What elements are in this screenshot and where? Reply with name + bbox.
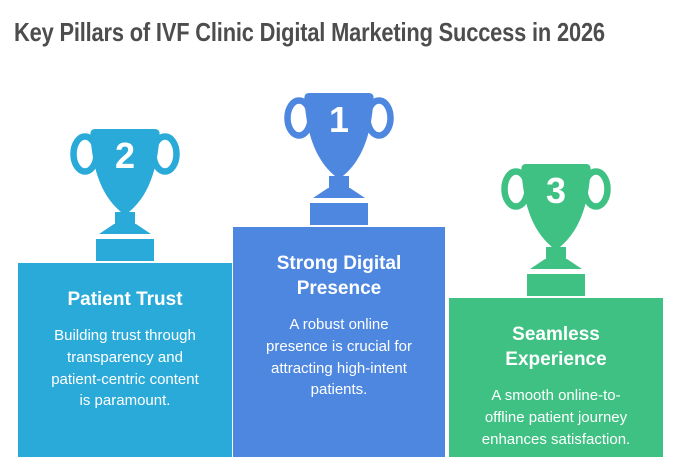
trophy-rank-label: 2 — [115, 135, 135, 176]
trophy-icon: 1 — [284, 93, 394, 225]
trophy-rank-label: 3 — [546, 170, 566, 211]
trophy-shape — [70, 129, 180, 261]
trophy-icon: 3 — [501, 164, 611, 296]
pillar-patient-trust: Patient Trust Building trust through tra… — [18, 263, 232, 457]
pillar-description: A robust online presence is crucial for … — [266, 316, 412, 399]
trophy-rank-label: 1 — [329, 99, 349, 140]
trophy-icon: 2 — [70, 129, 180, 261]
pillar-seamless-experience: Seamless Experience A smooth online-to- … — [449, 298, 663, 457]
pillar-heading: Strong Digital Presence — [276, 253, 402, 300]
pillar-description: Building trust through transparency and … — [51, 327, 199, 410]
trophy-shape — [284, 93, 394, 225]
pillar-strong-digital-presence: Strong Digital Presence A robust online … — [233, 227, 445, 457]
pillar-heading: Patient Trust — [67, 289, 183, 310]
page-title: Key Pillars of IVF Clinic Digital Market… — [14, 17, 605, 47]
pillar-heading: Seamless Experience — [505, 324, 607, 371]
pillar-description: A smooth online-to- offline patient jour… — [481, 387, 631, 448]
trophy-shape — [501, 164, 611, 296]
